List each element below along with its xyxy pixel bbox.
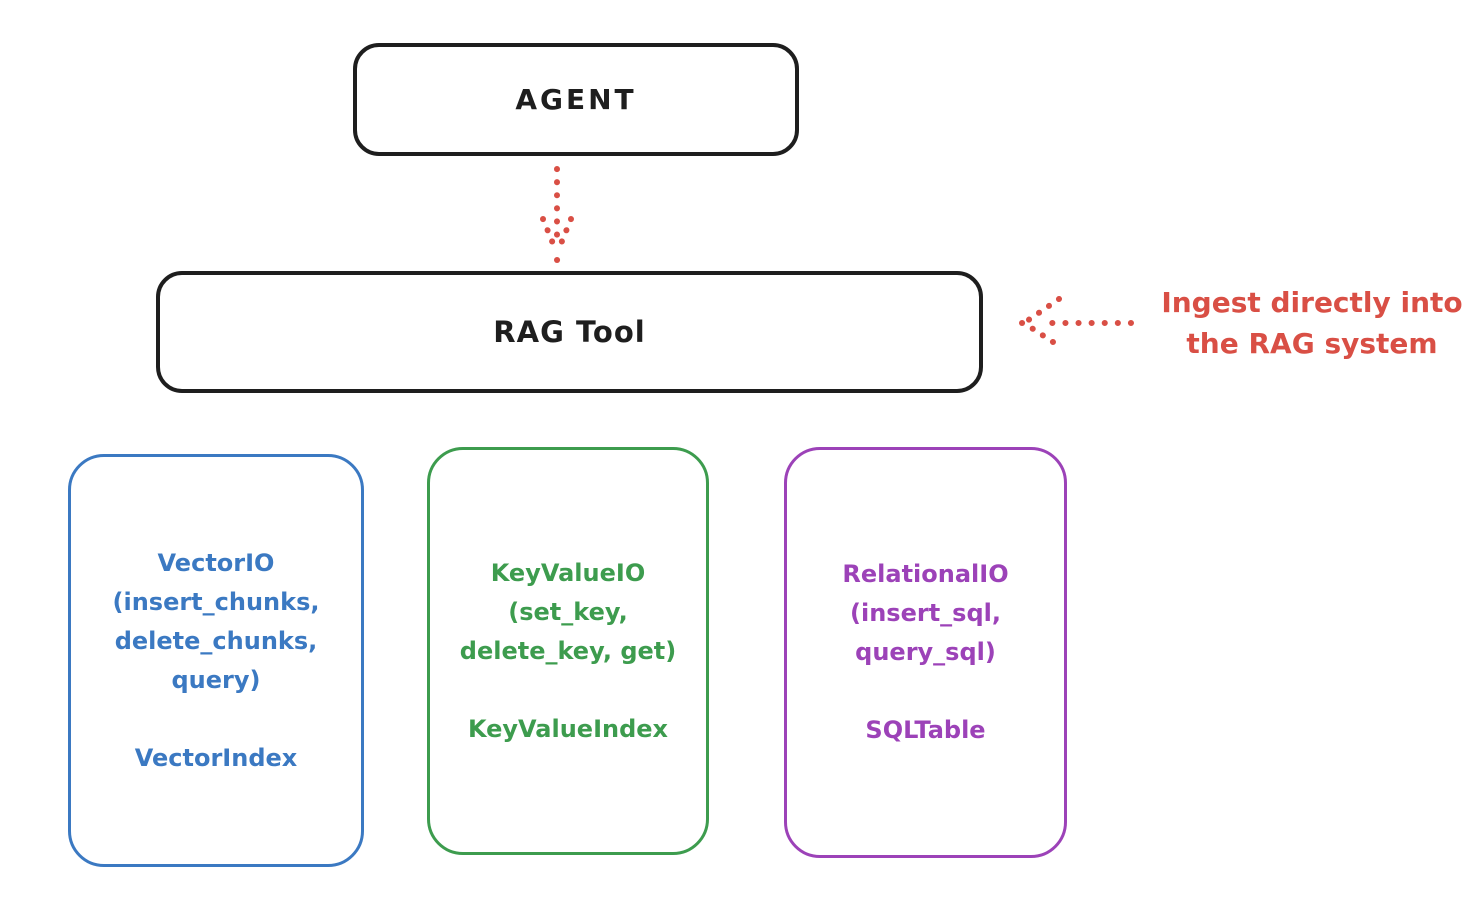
- keyvalue-io-title: KeyValueIO: [490, 558, 646, 587]
- arrow-agent-to-rag-tool-icon: [540, 166, 574, 263]
- vector-io-title: VectorIO: [157, 548, 275, 577]
- ingest-annotation: Ingest directly into the RAG system: [1140, 282, 1484, 364]
- relational-io-node: RelationalIO (insert_sql, query_sql) SQL…: [784, 447, 1067, 858]
- vector-io-methods-line: query): [171, 665, 261, 694]
- vector-io-methods-line: delete_chunks,: [114, 626, 318, 655]
- vector-index-label: VectorIndex: [134, 743, 298, 772]
- keyvalue-io-methods-line: delete_key, get): [459, 636, 677, 665]
- rag-tool-node-label: RAG Tool: [493, 315, 646, 349]
- keyvalue-io-node: KeyValueIO (set_key, delete_key, get) Ke…: [427, 447, 709, 855]
- agent-node: AGENT: [353, 43, 799, 156]
- vector-io-methods-line: (insert_chunks,: [112, 587, 320, 616]
- ingest-annotation-line1: Ingest directly into: [1161, 286, 1463, 319]
- keyvalue-index-label: KeyValueIndex: [467, 714, 669, 743]
- relational-io-methods-line: query_sql): [855, 638, 996, 666]
- keyvalue-io-methods-line: (set_key,: [508, 597, 628, 626]
- relational-io-title: RelationalIO: [842, 560, 1009, 588]
- arrow-annotation-to-rag-tool-icon: [1019, 296, 1134, 345]
- agent-node-label: AGENT: [515, 83, 637, 116]
- rag-tool-node: RAG Tool: [156, 271, 983, 393]
- vector-io-node: VectorIO (insert_chunks, delete_chunks, …: [68, 454, 364, 867]
- sql-table-label: SQLTable: [865, 716, 986, 744]
- ingest-annotation-line2: the RAG system: [1186, 327, 1438, 360]
- relational-io-methods-line: (insert_sql,: [850, 599, 1001, 627]
